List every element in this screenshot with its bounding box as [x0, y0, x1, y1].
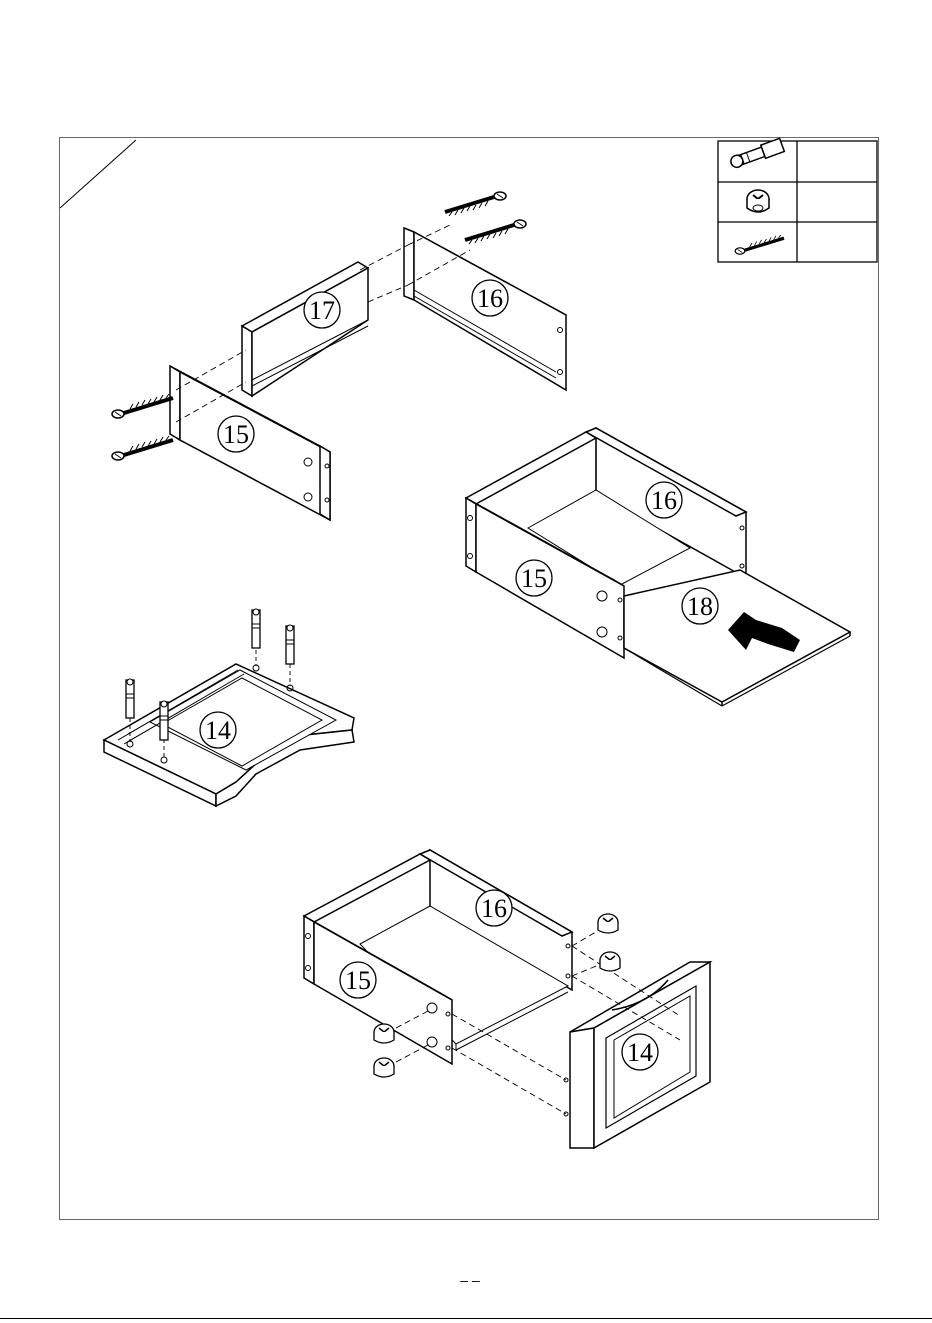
page-footer: – –: [440, 1274, 500, 1286]
cam-lock-icon: [374, 1058, 394, 1077]
part-label-15-bottom: 15: [345, 966, 371, 995]
screw-icon: [445, 192, 506, 216]
dowel-icon: [286, 625, 294, 664]
panel-14-flat: 14: [104, 664, 354, 806]
cam-lock-icon: [600, 952, 620, 971]
part-label-17: 17: [309, 296, 335, 325]
cam-lock-icon: [598, 914, 618, 933]
step-corner-marker: [60, 140, 136, 208]
dowel-icon: [126, 679, 134, 718]
cam-lock-icon: [747, 190, 769, 212]
panel-14-front: 14: [564, 962, 710, 1148]
part-label-14-mid: 14: [205, 716, 231, 745]
part-label-18: 18: [687, 592, 713, 621]
screw-icon: [112, 436, 173, 460]
bottom-rule: [0, 1318, 932, 1319]
panel-17: 17: [242, 262, 368, 396]
part-label-16-top: 16: [477, 284, 503, 313]
screw-icon: [465, 220, 526, 244]
panel-16: 16: [404, 228, 566, 390]
part-label-14-bottom: 14: [627, 1038, 653, 1067]
part-label-15-mid: 15: [521, 564, 547, 593]
panel-18: 18: [624, 570, 850, 706]
dowel-icon: [160, 701, 168, 740]
screw-icon: [112, 394, 173, 418]
cam-lock-icon: [374, 1024, 394, 1043]
hardware-legend: [718, 138, 877, 262]
drawer-box-bottom: 15 16: [304, 850, 572, 1064]
part-label-15-top: 15: [223, 420, 249, 449]
part-label-16-mid: 16: [651, 486, 677, 515]
part-label-16-bottom: 16: [481, 894, 507, 923]
dowel-icon: [252, 609, 260, 648]
